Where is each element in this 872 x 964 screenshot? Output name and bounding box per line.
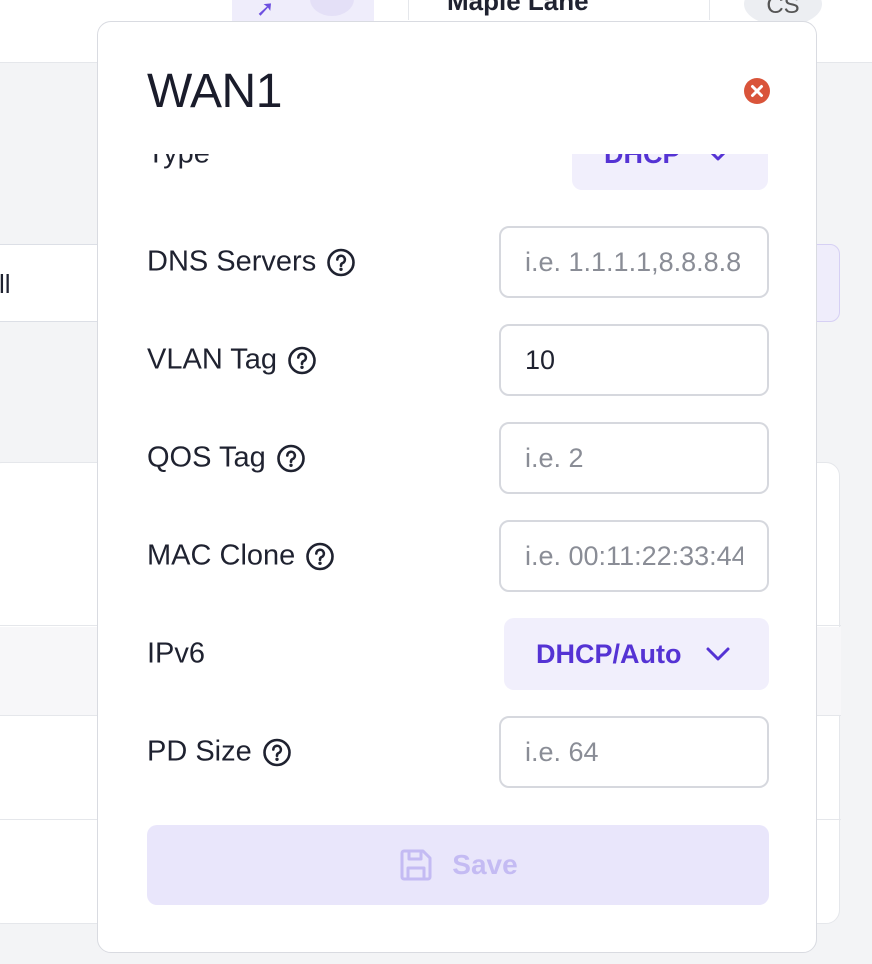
- pd-size-input[interactable]: [499, 716, 769, 788]
- save-button-label: Save: [452, 849, 518, 880]
- chevron-down-icon: [706, 647, 730, 661]
- avatar-initials: CS: [766, 0, 800, 19]
- ipv6-row: IPv6 DHCP/Auto: [147, 618, 769, 690]
- modal-form: Type DHCP DNS Servers VLAN Tag: [98, 154, 816, 814]
- vlan-tag-label-text: VLAN Tag: [147, 343, 278, 376]
- type-select-value: DHCP: [604, 154, 681, 170]
- chevron-down-icon: [710, 154, 725, 161]
- location-name: Maple Lane: [447, 0, 589, 16]
- type-label-text: Type: [147, 154, 210, 171]
- ipv6-label-text: IPv6: [147, 637, 206, 670]
- save-icon: [400, 849, 432, 881]
- close-button[interactable]: [744, 78, 770, 104]
- help-icon[interactable]: [287, 345, 317, 375]
- mac-clone-input[interactable]: [499, 520, 769, 592]
- mac-clone-row: MAC Clone: [147, 520, 769, 592]
- type-row: Type DHCP: [147, 154, 769, 190]
- rocket-icon: ➚: [256, 0, 275, 21]
- vlan-tag-row: VLAN Tag: [147, 324, 769, 396]
- qos-tag-label: QOS Tag: [147, 442, 306, 475]
- pd-size-label-text: PD Size: [147, 735, 252, 768]
- background-filter-text: ll: [0, 269, 11, 299]
- vlan-tag-input[interactable]: [499, 324, 769, 396]
- mac-clone-label-text: MAC Clone: [147, 539, 296, 572]
- ipv6-label: IPv6: [147, 638, 205, 671]
- dns-servers-label-text: DNS Servers: [147, 245, 317, 278]
- vlan-tag-label: VLAN Tag: [147, 344, 317, 377]
- qos-tag-input[interactable]: [499, 422, 769, 494]
- help-icon[interactable]: [276, 443, 306, 473]
- help-icon[interactable]: [305, 541, 335, 571]
- modal-title: WAN1: [147, 65, 282, 118]
- dns-servers-row: DNS Servers: [147, 226, 769, 298]
- help-icon[interactable]: [262, 737, 292, 767]
- help-icon[interactable]: [326, 247, 356, 277]
- dns-servers-input[interactable]: [499, 226, 769, 298]
- pd-size-label: PD Size: [147, 736, 292, 769]
- mac-clone-label: MAC Clone: [147, 540, 335, 573]
- type-select[interactable]: DHCP: [572, 154, 768, 190]
- wan-settings-modal: WAN1 Type DHCP DNS Servers: [97, 21, 817, 953]
- save-button[interactable]: Save: [147, 825, 769, 905]
- top-nav-badge: [310, 0, 354, 16]
- background-filter-input[interactable]: ll: [0, 244, 110, 322]
- ipv6-select[interactable]: DHCP/Auto: [504, 618, 769, 690]
- pd-size-row: PD Size: [147, 716, 769, 788]
- dns-servers-label: DNS Servers: [147, 246, 356, 279]
- location-selector[interactable]: Maple Lane: [408, 0, 710, 20]
- ipv6-select-value: DHCP/Auto: [536, 638, 682, 669]
- close-icon: [751, 85, 763, 97]
- qos-tag-row: QOS Tag: [147, 422, 769, 494]
- type-label: Type: [147, 154, 210, 171]
- qos-tag-label-text: QOS Tag: [147, 441, 266, 474]
